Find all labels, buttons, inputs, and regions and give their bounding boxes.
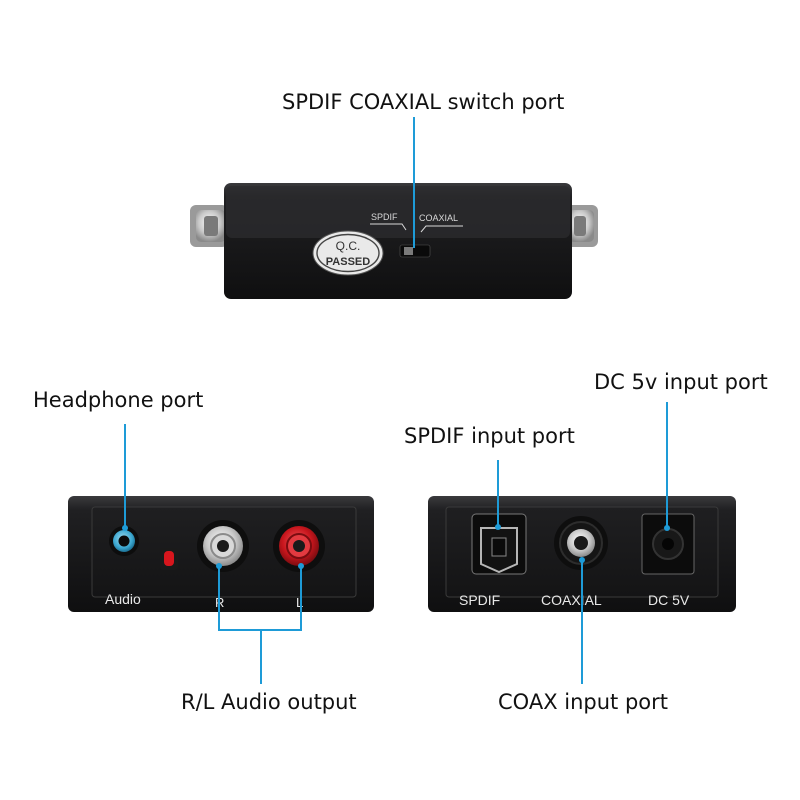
rl-audio-output-callout: R/L Audio output [181,690,357,714]
power-led [160,548,178,570]
switch-port-callout: SPDIF COAXIAL switch port [282,90,565,114]
left-device: Audio R L [68,424,374,684]
coax-input-port-callout: COAX input port [498,690,668,714]
right-dc-label: DC 5V [648,592,690,608]
left-l-label: L [296,595,303,610]
qc-passed-sticker: Q.C. PASSED [312,230,384,276]
rca-jack-left-red[interactable] [273,520,325,572]
qc-text-line2: PASSED [326,256,370,268]
top-device-right-rca-stub [566,205,598,247]
coaxial-input-jack[interactable] [554,516,608,570]
right-spdif-label: SPDIF [459,592,500,608]
right-device: SPDIF COAXIAL DC 5V [428,402,736,684]
headphone-port-callout: Headphone port [33,388,204,412]
top-coaxial-label: COAXIAL [419,213,458,223]
left-audio-label: Audio [105,591,141,607]
rca-jack-right-white[interactable] [197,520,249,572]
qc-text-line1: Q.C. [336,239,361,253]
dc-power-jack[interactable] [641,513,695,575]
right-coaxial-label: COAXIAL [541,592,602,608]
top-device-left-rca-stub [190,205,228,247]
headphone-jack[interactable] [109,526,139,556]
spdif-input-port-callout: SPDIF input port [404,424,575,448]
top-spdif-label: SPDIF [371,212,398,222]
dc-input-port-callout: DC 5v input port [594,370,768,394]
top-device: Q.C. PASSED SPDIF COAXIAL [190,117,598,299]
rl-output-bracket [218,566,302,684]
